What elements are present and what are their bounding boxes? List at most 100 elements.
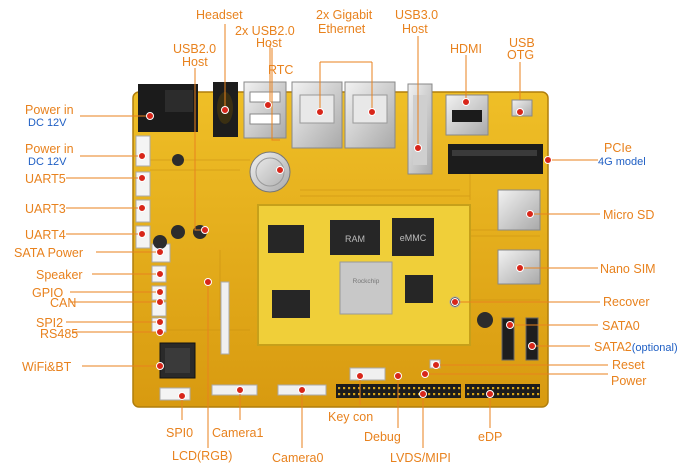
label-power-in-1-sub: DC 12V	[28, 117, 67, 129]
header-pin	[532, 393, 535, 396]
header-pin	[343, 387, 346, 390]
label-power: Power	[611, 374, 647, 388]
header-pin	[443, 387, 446, 390]
header-pin	[338, 387, 341, 390]
label-camera1: Camera1	[212, 426, 264, 440]
header-pin	[393, 393, 396, 396]
lcd-connector	[220, 281, 230, 355]
header-pin	[363, 393, 366, 396]
emmc-chip	[392, 218, 434, 256]
label-sata0: SATA0	[602, 319, 640, 333]
label-hdmi: HDMI	[450, 42, 482, 56]
header-pin	[433, 387, 436, 390]
header-pin	[458, 393, 461, 396]
header-pin	[338, 393, 341, 396]
header-pin	[373, 387, 376, 390]
capacitors	[153, 154, 493, 328]
header-pin	[443, 393, 446, 396]
emmc-chip-label: eMMC	[400, 233, 427, 243]
header-pin	[458, 387, 461, 390]
header-pin	[517, 393, 520, 396]
header-pin	[428, 393, 431, 396]
header-pin	[527, 387, 530, 390]
label-sata-power: SATA Power	[14, 246, 84, 260]
header-pin	[383, 393, 386, 396]
header-pin	[403, 387, 406, 390]
header-pin	[477, 387, 480, 390]
header-pin	[438, 393, 441, 396]
label-uart5: UART5	[25, 172, 66, 186]
header-pin	[512, 393, 515, 396]
header-pin	[398, 393, 401, 396]
key-con-connector	[349, 367, 386, 381]
label-headset: Headset	[196, 8, 243, 22]
label-usb2-host-left-2: Host	[182, 55, 208, 69]
header-pin	[438, 387, 441, 390]
label-recover: Recover	[603, 295, 650, 309]
label-key-con: Key con	[328, 410, 374, 424]
label-uart4: UART4	[25, 228, 66, 242]
label-speaker: Speaker	[36, 268, 83, 282]
camera1-connector	[211, 384, 258, 396]
header-pin	[492, 387, 495, 390]
label-gigabit-2: Ethernet	[318, 22, 366, 36]
header-pin	[398, 387, 401, 390]
header-pin	[413, 393, 416, 396]
soc-brand-label: Rockchip	[353, 278, 380, 285]
header-pin	[512, 387, 515, 390]
label-usb2-host-top-1: 2x USB2.0	[235, 24, 295, 38]
header-pin	[423, 387, 426, 390]
header-pin	[368, 387, 371, 390]
nano-sim-slot	[497, 249, 541, 285]
label-usb3-2: Host	[402, 22, 428, 36]
header-pin	[467, 393, 470, 396]
header-pin	[453, 393, 456, 396]
header-pin	[517, 387, 520, 390]
label-reset: Reset	[612, 358, 645, 372]
label-edp: eDP	[478, 430, 503, 444]
label-usb-otg-1: USB	[509, 36, 535, 50]
leader-lines	[66, 24, 608, 448]
ram-chip	[330, 220, 380, 255]
header-pin	[532, 387, 535, 390]
header-pin	[502, 393, 505, 396]
label-camera0: Camera0	[272, 451, 324, 465]
header-pin	[393, 387, 396, 390]
label-usb2-host-top-2: Host	[256, 36, 282, 50]
label-power-in-2-sub: DC 12V	[28, 156, 67, 168]
label-micro-sd: Micro SD	[603, 208, 655, 222]
label-debug: Debug	[364, 430, 401, 444]
label-sata2-main: SATA2	[594, 340, 632, 354]
header-pin	[378, 393, 381, 396]
header-pin	[507, 393, 510, 396]
header-pin	[522, 387, 525, 390]
header-pin	[353, 387, 356, 390]
header-pin	[363, 387, 366, 390]
label-power-in-2: Power in	[25, 142, 74, 156]
usb2-stack	[243, 81, 287, 139]
header-pin	[368, 393, 371, 396]
label-nano-sim: Nano SIM	[600, 262, 656, 276]
header-pin	[408, 387, 411, 390]
header-pin	[472, 387, 475, 390]
header-pin	[522, 393, 525, 396]
label-rs485: RS485	[40, 327, 79, 341]
header-pin	[433, 393, 436, 396]
label-wifi-bt: WiFi&BT	[22, 360, 72, 374]
header-pin	[482, 393, 485, 396]
header-pin	[358, 387, 361, 390]
label-pcie: PCIe	[604, 141, 632, 155]
label-gigabit-1: 2x Gigabit	[316, 8, 373, 22]
label-usb-otg-2: OTG	[507, 48, 535, 62]
label-pcie-sub: 4G model	[598, 156, 646, 168]
header-pin	[428, 387, 431, 390]
header-pin	[383, 387, 386, 390]
edp-header	[465, 384, 540, 398]
header-pin	[358, 393, 361, 396]
header-pin	[408, 393, 411, 396]
header-pin	[353, 393, 356, 396]
header-pin	[472, 393, 475, 396]
header-pin	[453, 387, 456, 390]
